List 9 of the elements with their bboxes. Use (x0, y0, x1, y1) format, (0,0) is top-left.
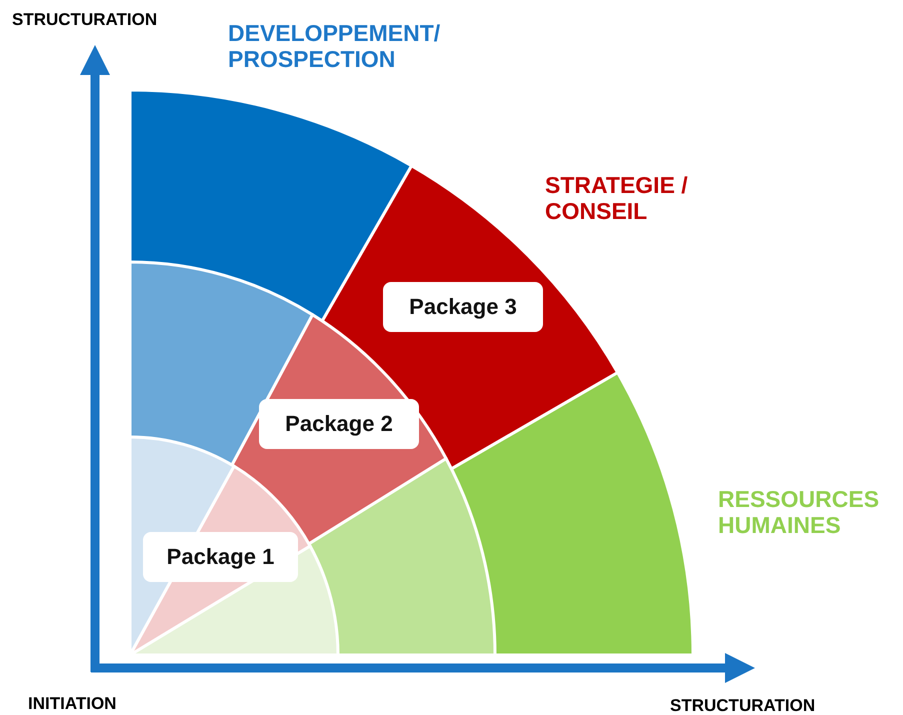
category-label: RESSOURCES HUMAINES (718, 486, 880, 539)
package-box: Package 1 (143, 532, 298, 582)
package-box: Package 3 (383, 282, 543, 332)
axis-label: STRUCTURATION (12, 10, 158, 30)
package-box: Package 2 (259, 399, 419, 449)
category-label: DEVELOPPEMENT/ PROSPECTION (228, 20, 442, 73)
axis-label: INITIATION (28, 694, 116, 714)
category-label: STRATEGIE / CONSEIL (545, 172, 689, 225)
axis-label: STRUCTURATION (670, 696, 816, 715)
